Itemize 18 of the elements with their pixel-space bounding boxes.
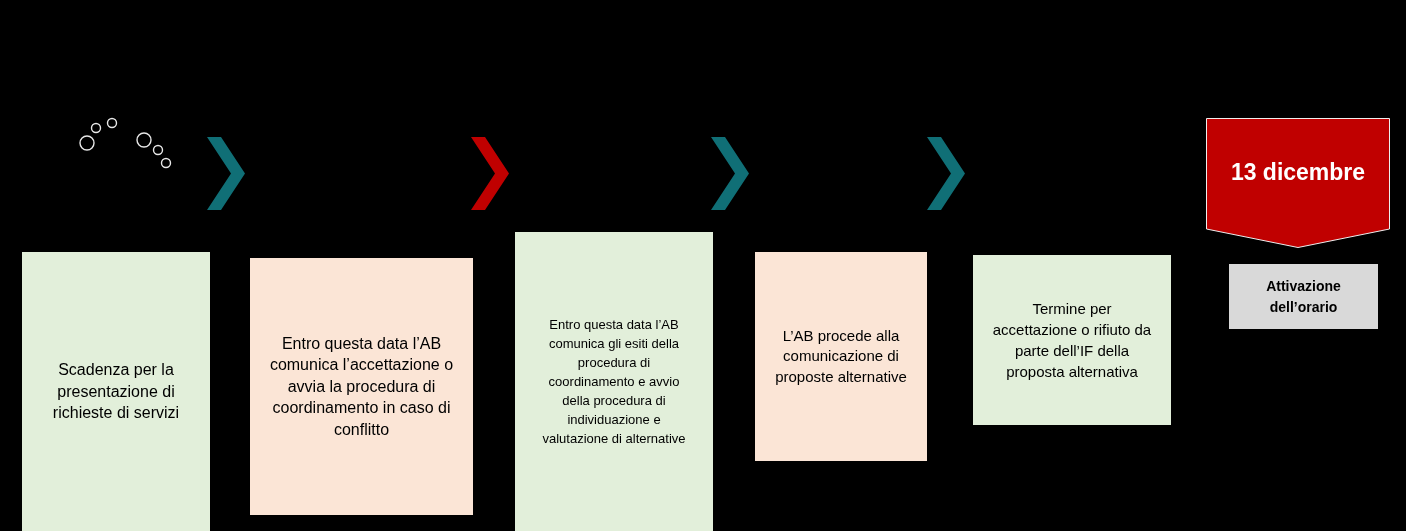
step-text: Attivazione dell’orario <box>1265 276 1342 317</box>
step-box <box>22 252 210 531</box>
step-text: L’AB procede alla comunicazione di proposte alternative <box>774 325 908 387</box>
milestone-box <box>1229 264 1378 329</box>
step-text: Entro questa data l’AB comunica gli esiti della procedura di coordinamento e avvio della procedura di individuazione e valutazione di alternative <box>541 316 687 448</box>
chevron-arrow <box>711 137 749 210</box>
date-text: 13 dicembre <box>1230 157 1366 186</box>
step-box <box>973 255 1171 425</box>
step-box <box>515 232 713 531</box>
step-box <box>250 258 473 515</box>
date-banner <box>1206 118 1390 248</box>
chevron-arrow <box>207 137 245 210</box>
chevron-arrow <box>471 137 509 210</box>
step-text: Entro questa data l’AB comunica l’accettazione o avvia la procedura di coordinamento in caso di conflitto <box>269 333 454 440</box>
step-text: Termine per accettazione o rifiuto da parte dell’IF della proposta alternativa <box>992 299 1152 382</box>
step-box <box>755 252 927 461</box>
chevron-arrow <box>927 137 965 210</box>
step-text: Scadenza per la presentazione di richieste di servizi <box>52 360 180 424</box>
